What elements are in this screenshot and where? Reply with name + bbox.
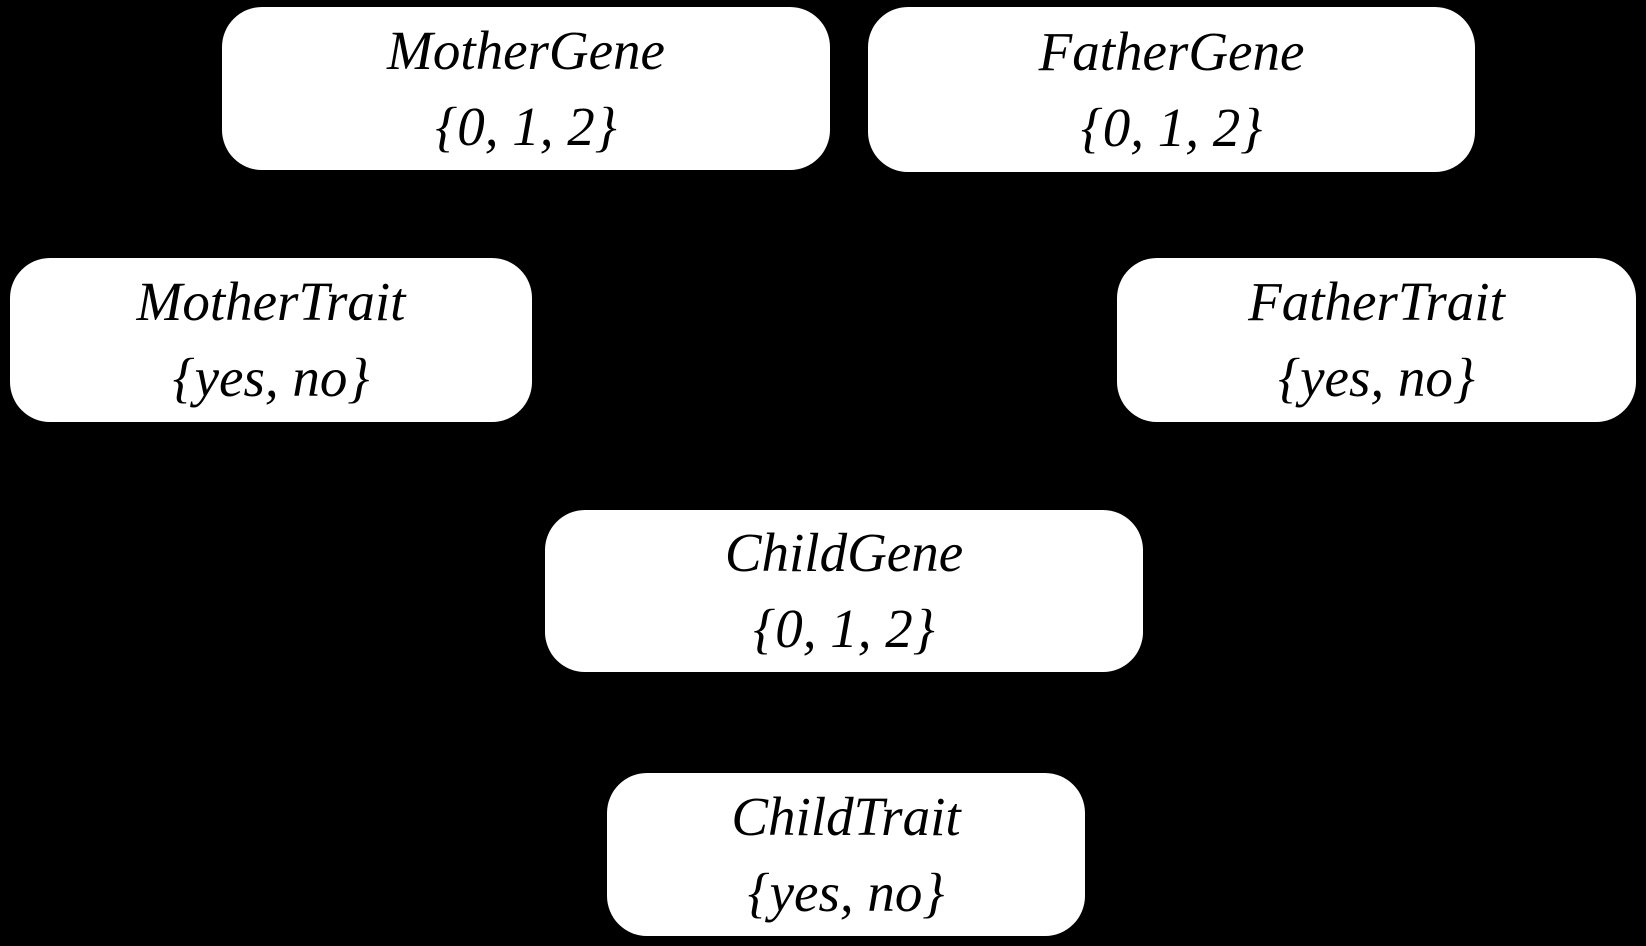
node-domain: {yes, no} bbox=[1278, 347, 1475, 408]
node-child-trait: ChildTrait {yes, no} bbox=[607, 773, 1085, 936]
node-domain: {0, 1, 2} bbox=[1080, 96, 1263, 158]
node-mother-gene: MotherGene {0, 1, 2} bbox=[222, 7, 830, 170]
node-domain: {0, 1, 2} bbox=[753, 598, 935, 659]
node-label: MotherGene bbox=[387, 19, 665, 81]
node-label: FatherGene bbox=[1038, 20, 1305, 82]
node-label: FatherTrait bbox=[1248, 271, 1505, 332]
node-child-gene: ChildGene {0, 1, 2} bbox=[545, 510, 1143, 672]
node-label: ChildGene bbox=[724, 522, 964, 583]
node-label: MotherTrait bbox=[136, 271, 406, 332]
node-father-gene: FatherGene {0, 1, 2} bbox=[868, 7, 1475, 172]
node-father-trait: FatherTrait {yes, no} bbox=[1117, 258, 1636, 422]
node-mother-trait: MotherTrait {yes, no} bbox=[10, 258, 532, 422]
node-domain: {yes, no} bbox=[747, 861, 945, 923]
node-label: ChildTrait bbox=[731, 785, 961, 847]
node-domain: {yes, no} bbox=[172, 347, 370, 408]
node-domain: {0, 1, 2} bbox=[435, 95, 617, 157]
